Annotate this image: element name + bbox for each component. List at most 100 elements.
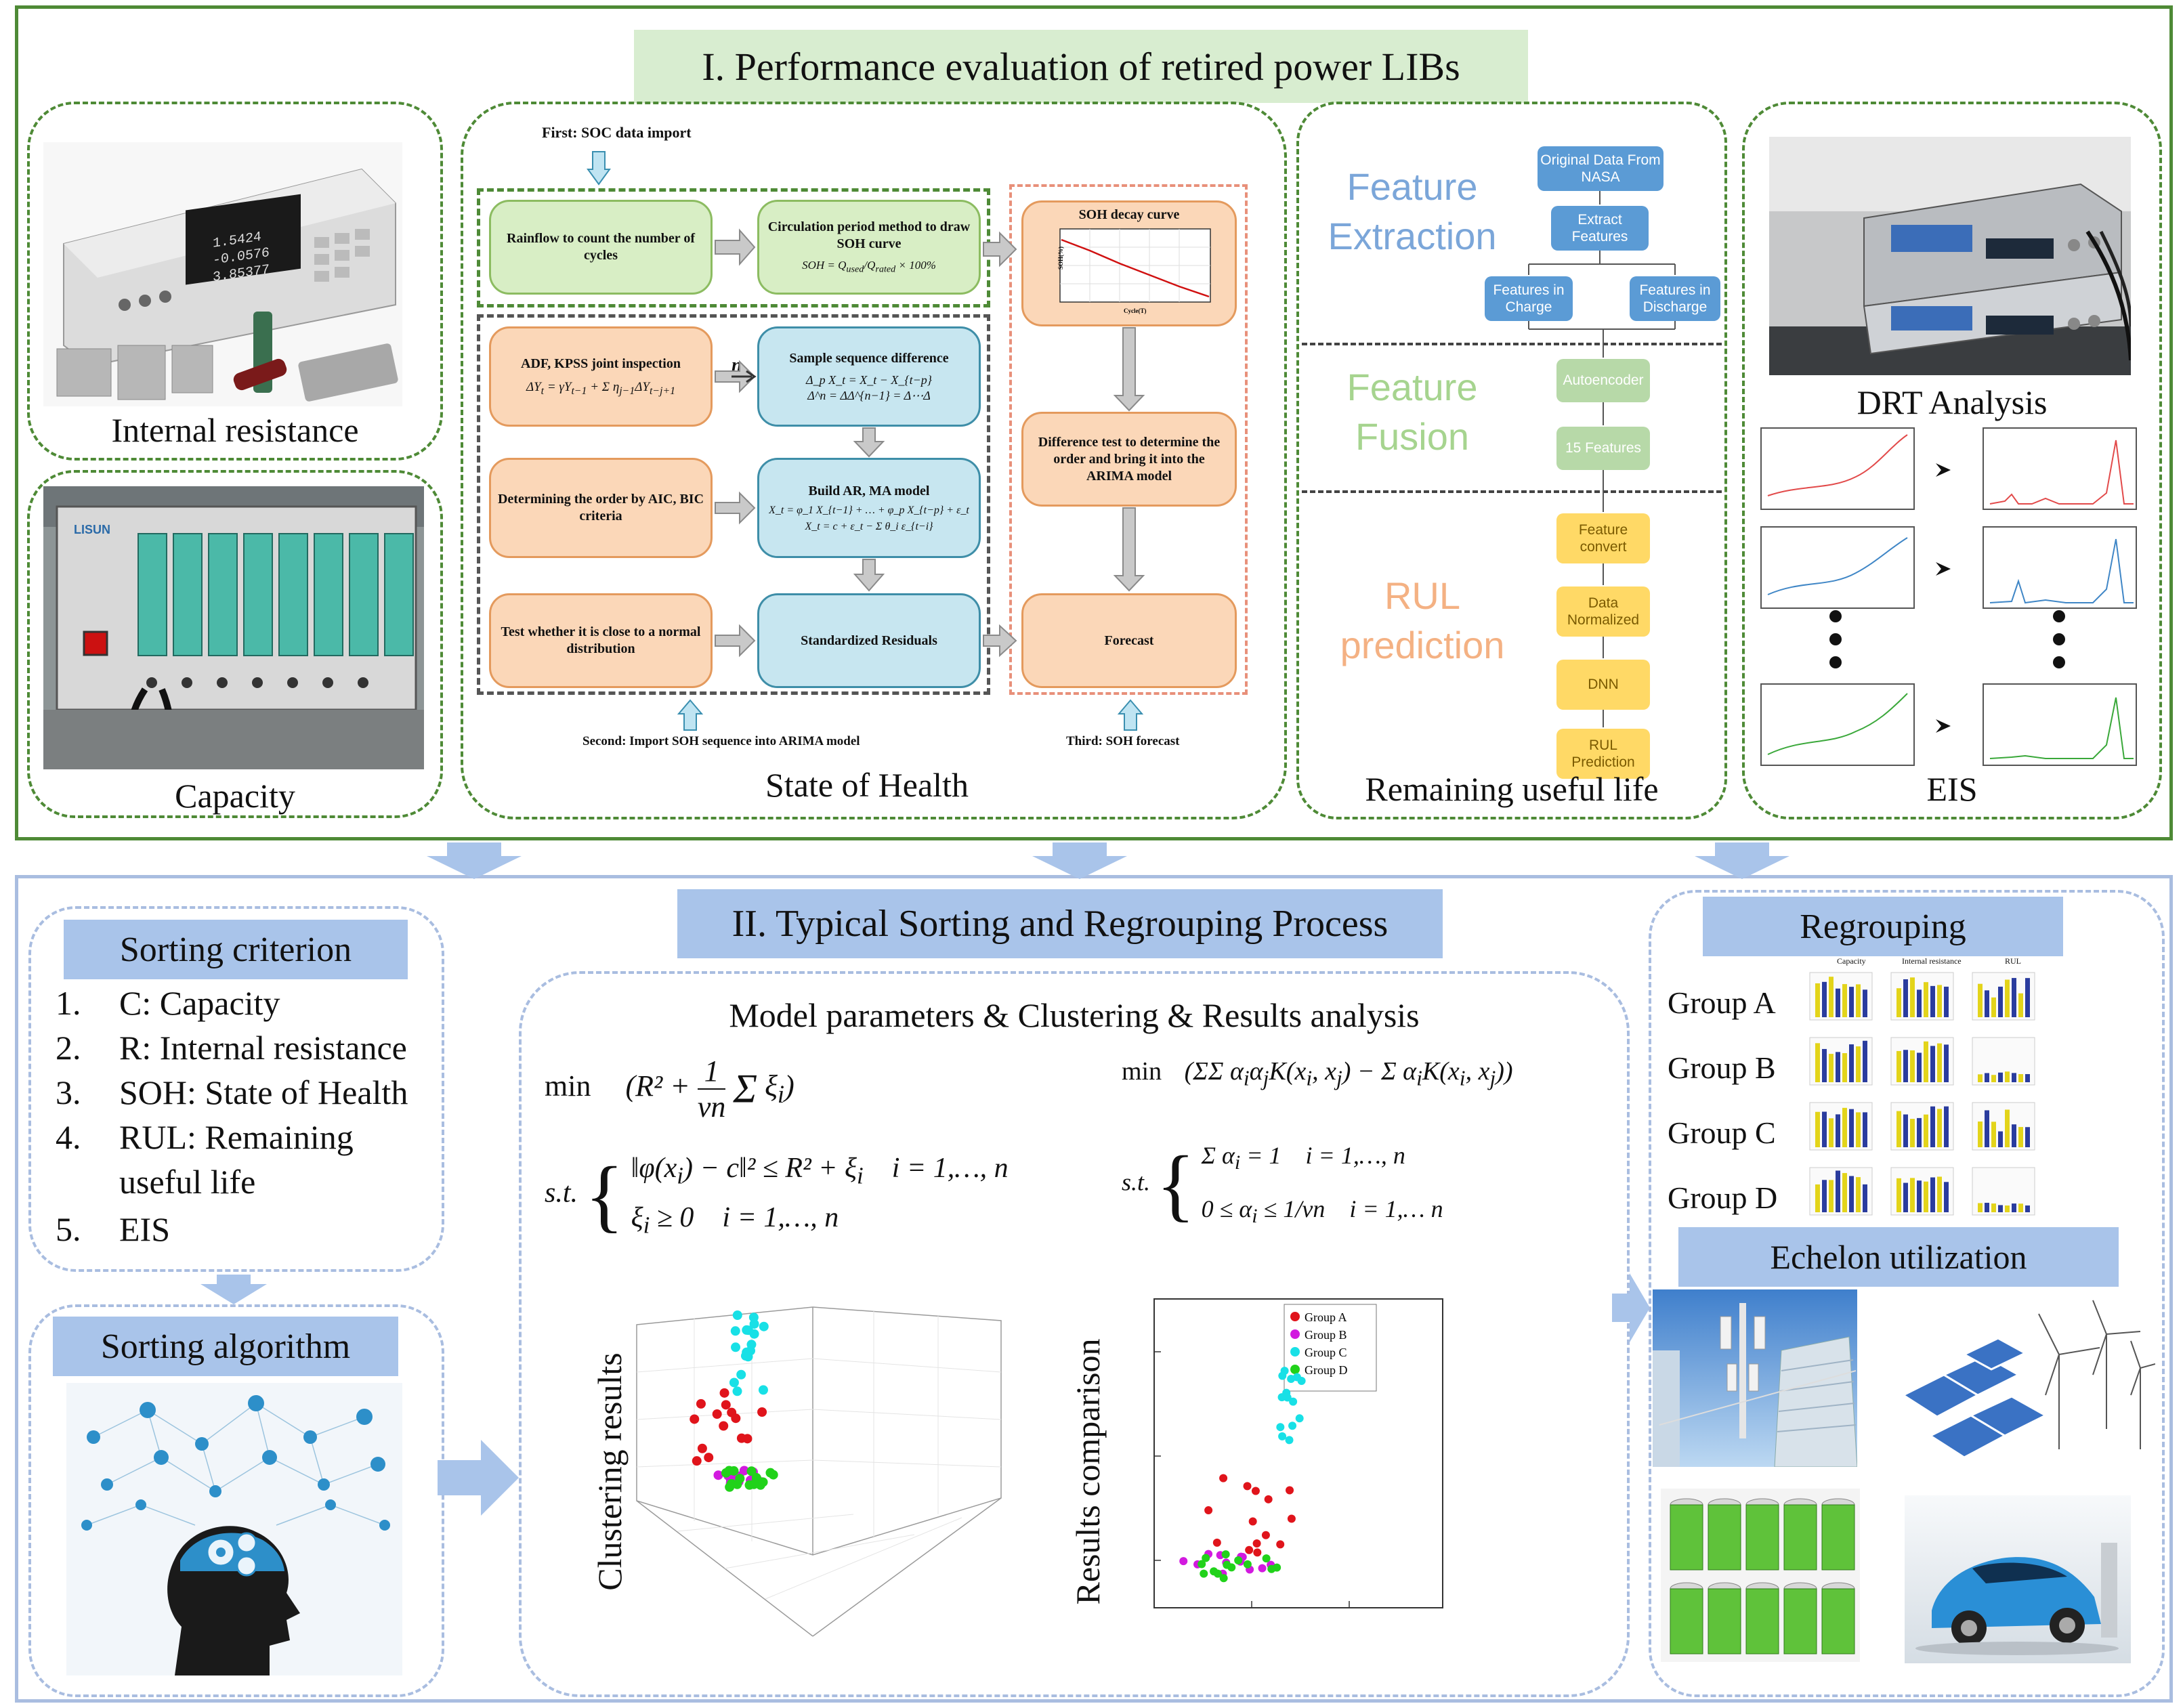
cluster-point [713, 1470, 723, 1480]
comparison-point [1276, 1540, 1285, 1549]
regroup-bar [1930, 1177, 1935, 1212]
regroup-bar [1924, 1181, 1928, 1212]
regroup-bar [1985, 1110, 1989, 1147]
regroup-bar [1836, 1170, 1840, 1212]
cluster-point [746, 1466, 757, 1476]
cluster-point [736, 1369, 746, 1380]
plot-ylabel: SOH(%) [1057, 247, 1064, 270]
cluster-point [742, 1325, 752, 1335]
internal-resistance-panel [27, 102, 443, 461]
cluster-point [730, 1326, 740, 1336]
eis-label: EIS [1926, 770, 1978, 808]
cluster-point [765, 1468, 776, 1478]
regroup-bar [1978, 983, 1983, 1017]
cluster-point [724, 1466, 734, 1476]
regroup-bar [2025, 1205, 2030, 1212]
rul-label: Remaining useful life [1365, 770, 1659, 808]
capacity-label: Capacity [175, 777, 295, 815]
regroup-bar [1903, 979, 1908, 1017]
regroup-bar [1863, 989, 1867, 1017]
group-d-label: Group D [1668, 1180, 1778, 1215]
algorithm-to-model-arrow [438, 1440, 519, 1516]
regroup-bar [1842, 1173, 1847, 1212]
regroup-bar [2025, 1073, 2030, 1082]
regroup-bar [1856, 1112, 1861, 1147]
ar-formula: X_t = φ_1 X_{t−1} + … + φ_p X_{t−p} + ε_… [769, 504, 969, 516]
autoencoder-box: Autoencoder [1556, 359, 1650, 402]
regroup-bar [1937, 1109, 1942, 1147]
circulation-text: Circulation period method to draw SOH cu… [767, 219, 971, 251]
cluster-point [739, 1466, 749, 1476]
regroup-header-rul: RUL [2005, 956, 2021, 966]
regroup-bar [1991, 1203, 1996, 1212]
regroup-bar [1842, 1107, 1847, 1147]
cluster-point [732, 1386, 742, 1396]
regroup-bar [1836, 1052, 1840, 1082]
normal-test-box: Test whether it is close to a normal dis… [489, 593, 713, 688]
regroup-bar [2012, 1073, 2016, 1082]
regroup-bar [1849, 987, 1854, 1017]
legend-group-a: Group A [1305, 1310, 1347, 1324]
solar-wind-illustration [1890, 1294, 2155, 1463]
regroup-bar-plots [1809, 972, 2035, 1216]
criterion-to-algorithm-arrow [200, 1275, 267, 1304]
cluster-point [719, 1421, 729, 1431]
regroup-header-resistance: Internal resistance [1902, 956, 1962, 966]
regroup-bar [1978, 1203, 1983, 1212]
comparison-point [1295, 1414, 1304, 1423]
comparison-point [1253, 1548, 1262, 1557]
regroup-bar [1903, 1114, 1908, 1147]
comparison-point [1227, 1563, 1236, 1572]
rul-panel [1296, 102, 1727, 819]
regroup-bar [1896, 1050, 1901, 1082]
soh-step-third: Third: SOH forecast [1066, 734, 1180, 748]
circulation-box: Circulation period method to draw SOH cu… [757, 200, 981, 295]
fifteen-features-box: 15 Features [1556, 427, 1650, 470]
criterion-2-text: R: Internal resistance [119, 1029, 407, 1067]
standardized-residuals-box: Standardized Residuals [757, 593, 981, 688]
battery-cell [1745, 1504, 1779, 1571]
dual-objective-equation: min (ΣΣ αiαjK(xi, xj) − Σ αiK(xi, xj)) [1122, 1057, 1513, 1090]
regroup-bar [1924, 1041, 1928, 1082]
features-charge-box: Features in Charge [1485, 276, 1573, 321]
forecast-box: Forecast [1021, 593, 1237, 688]
regroup-bar [1849, 1044, 1854, 1082]
regroup-bar [2025, 1127, 2030, 1147]
regroup-bar [1849, 1176, 1854, 1212]
comparison-point [1204, 1506, 1213, 1515]
regroup-bar [1822, 981, 1827, 1017]
comparison-point [1213, 1569, 1222, 1578]
comparison-point [1179, 1557, 1188, 1566]
feature-fusion-label: Feature Fusion [1347, 366, 1478, 458]
dual-constraint-equation: s.t. { Σ αi = 1 i = 1,…, n 0 ≤ αi ≤ 1/vn… [1122, 1139, 1443, 1229]
cluster-point [736, 1433, 746, 1443]
regroup-bar [1842, 984, 1847, 1017]
comparison-point [1264, 1495, 1273, 1503]
sorting-algorithm-title: Sorting algorithm [53, 1317, 398, 1376]
cluster-point [732, 1310, 742, 1321]
regroup-bar [1937, 1043, 1942, 1082]
soh-step-first: First: SOC data import [542, 124, 692, 141]
comparison-point [1287, 1374, 1296, 1383]
regroup-bar [1944, 1106, 1949, 1147]
regroup-bar [1991, 997, 1996, 1017]
drt-plots [1760, 427, 2137, 766]
regroup-bar [1829, 1118, 1834, 1147]
regroup-bar [1917, 989, 1922, 1017]
cluster-point [704, 1453, 714, 1463]
comparison-point [1267, 1564, 1276, 1573]
rul-prediction-label: RUL prediction [1340, 574, 1505, 666]
feature-convert-box: Feature convert [1556, 513, 1650, 563]
regroup-bar [1924, 1114, 1928, 1147]
criterion-1-text: C: Capacity [119, 984, 280, 1022]
section1-title: I. Performance evaluation of retired pow… [634, 30, 1528, 103]
regroup-bar [2018, 1203, 2023, 1212]
resistance-meter-photo: 1.5424 -0.0576 3.85377 [43, 142, 402, 406]
regroup-bar [1822, 1048, 1827, 1082]
criterion-4-text-cont: useful life [119, 1163, 256, 1201]
regroup-bar [1944, 1044, 1949, 1082]
battery-cell [1783, 1504, 1817, 1571]
regroup-plot-frame [1972, 1037, 2035, 1086]
cluster-point [692, 1456, 702, 1466]
regroup-bar [1930, 1106, 1935, 1147]
